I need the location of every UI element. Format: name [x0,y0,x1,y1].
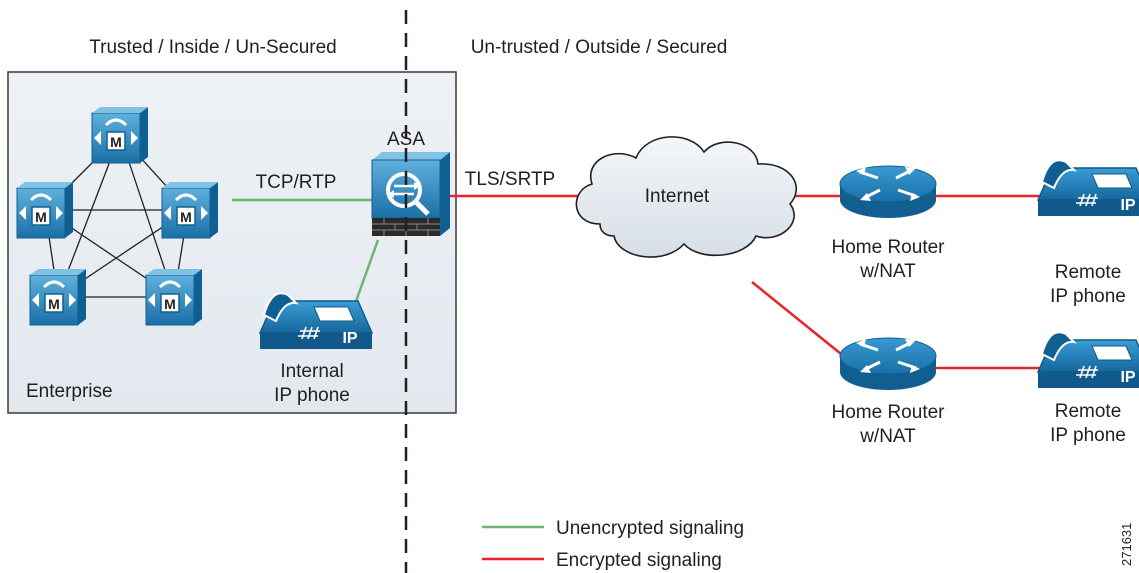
magnifier-icon [386,172,422,208]
tls-srtp-label: TLS/SRTP [465,169,555,190]
internal-phone-label: IP phone [274,385,350,406]
internal-phone-label: Internal [280,361,343,382]
encrypted-links [448,194,1040,370]
phone-badge: IP [342,330,357,347]
server-glyph: M [35,209,47,225]
home-router-label: w/NAT [859,261,916,282]
enterprise-label: Enterprise [26,381,113,402]
asa-label: ASA [387,129,425,150]
untrusted-zone-label: Un-trusted / Outside / Secured [471,37,728,58]
home-router [838,164,938,220]
legend-encrypted-label: Encrypted signaling [556,550,722,571]
call-manager-server: M [15,180,75,240]
call-manager-server: M [144,267,204,327]
call-manager-server: M [28,267,88,327]
call-manager-server: M [90,105,150,165]
remote-phone-label: Remote [1055,262,1122,283]
remote-phone-label: IP phone [1050,425,1126,446]
enterprise-zone [7,71,457,414]
server-glyph: M [180,209,192,225]
remote-ip-phone: IP [1037,159,1139,217]
server-glyph: M [164,296,176,312]
home-router-label: Home Router [832,402,946,423]
server-glyph: M [48,296,60,312]
home-router [838,336,938,392]
internet-label: Internet [645,186,710,207]
figure-id: 271631 [1119,523,1134,566]
asa-firewall [371,152,450,236]
tcp-rtp-label: TCP/RTP [256,172,337,193]
home-router-label: Home Router [832,237,946,258]
phone-badge: IP [1120,369,1135,386]
legend: Unencrypted signaling Encrypted signalin… [482,518,744,571]
trusted-zone-label: Trusted / Inside / Un-Secured [89,37,336,58]
legend-unencrypted-label: Unencrypted signaling [556,518,744,539]
home-router-label: w/NAT [859,426,916,447]
server-glyph: M [110,134,122,150]
phone-badge: IP [1120,197,1135,214]
remote-phone-label: IP phone [1050,286,1126,307]
internal-ip-phone: IP [259,292,373,350]
call-manager-server: M [160,180,220,240]
internet-cloud [575,136,797,258]
remote-phone-label: Remote [1055,401,1122,422]
remote-ip-phone: IP [1037,331,1139,389]
